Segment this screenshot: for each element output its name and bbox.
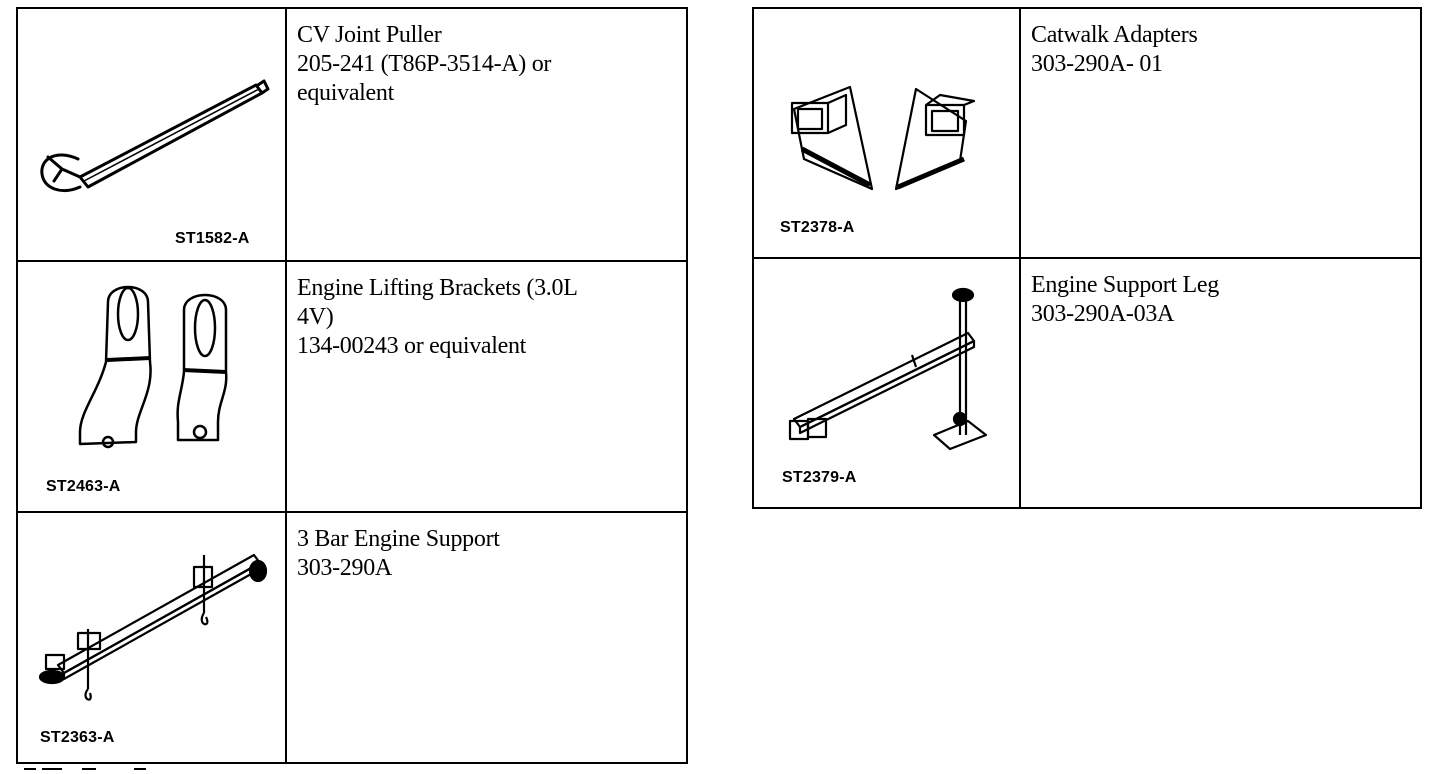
three-bar-engine-support-icon (38, 553, 268, 701)
tool-part-number: 134-00243 or equivalent (297, 333, 527, 359)
table-row: ST2463-A Engine Lifting Brackets (3.0L 4… (16, 260, 688, 513)
engine-support-leg-icon (788, 287, 988, 451)
tool-description-cell: Engine Lifting Brackets (3.0L 4V) 134-00… (285, 260, 688, 513)
table-row: ST2379-A Engine Support Leg 303-290A-03A (752, 257, 1422, 509)
table-row: ST2378-A Catwalk Adapters 303-290A- 01 (752, 7, 1422, 259)
table-row: ST2363-A 3 Bar Engine Support 303-290A (16, 511, 688, 764)
tool-illustration-cell: ST2379-A (752, 257, 1021, 509)
tool-part-number: 303-290A- 01 (1031, 51, 1163, 77)
tool-illustration-cell: ST2463-A (16, 260, 287, 513)
tool-description-cell: Engine Support Leg 303-290A-03A (1019, 257, 1422, 509)
tool-illustration-cell: ST2363-A (16, 511, 287, 764)
figure-code: ST2363-A (40, 729, 115, 746)
tool-name: Engine Lifting Brackets (3.0L 4V) (297, 275, 578, 330)
tool-part-number: 303-290A-03A (1031, 301, 1175, 327)
cv-joint-puller-icon (40, 79, 270, 192)
tool-description-cell: Catwalk Adapters 303-290A- 01 (1019, 7, 1422, 259)
cropped-text-fragment (24, 768, 146, 770)
tool-name: Engine Support Leg (1031, 272, 1219, 298)
figure-code: ST2463-A (46, 478, 121, 495)
figure-code: ST2378-A (780, 219, 855, 236)
table-row: ST1582-A CV Joint Puller 205-241 (T86P-3… (16, 7, 688, 262)
tool-description-cell: 3 Bar Engine Support 303-290A (285, 511, 688, 764)
tool-description-cell: CV Joint Puller 205-241 (T86P-3514-A) or… (285, 7, 688, 262)
special-tools-table-left: ST1582-A CV Joint Puller 205-241 (T86P-3… (16, 7, 688, 764)
tool-part-number: 303-290A (297, 555, 392, 581)
engine-lifting-brackets-icon (78, 285, 228, 449)
tool-part-number: 205-241 (T86P-3514-A) or equivalent (297, 51, 552, 106)
figure-code: ST2379-A (782, 469, 857, 486)
tool-name: 3 Bar Engine Support (297, 526, 500, 552)
special-tools-table-right: ST2378-A Catwalk Adapters 303-290A- 01 (752, 7, 1422, 509)
tool-illustration-cell: ST2378-A (752, 7, 1021, 259)
tool-illustration-cell: ST1582-A (16, 7, 287, 262)
figure-code: ST1582-A (175, 230, 250, 247)
tool-name: Catwalk Adapters (1031, 22, 1198, 48)
catwalk-adapters-icon (790, 85, 976, 191)
tool-name: CV Joint Puller (297, 22, 442, 48)
